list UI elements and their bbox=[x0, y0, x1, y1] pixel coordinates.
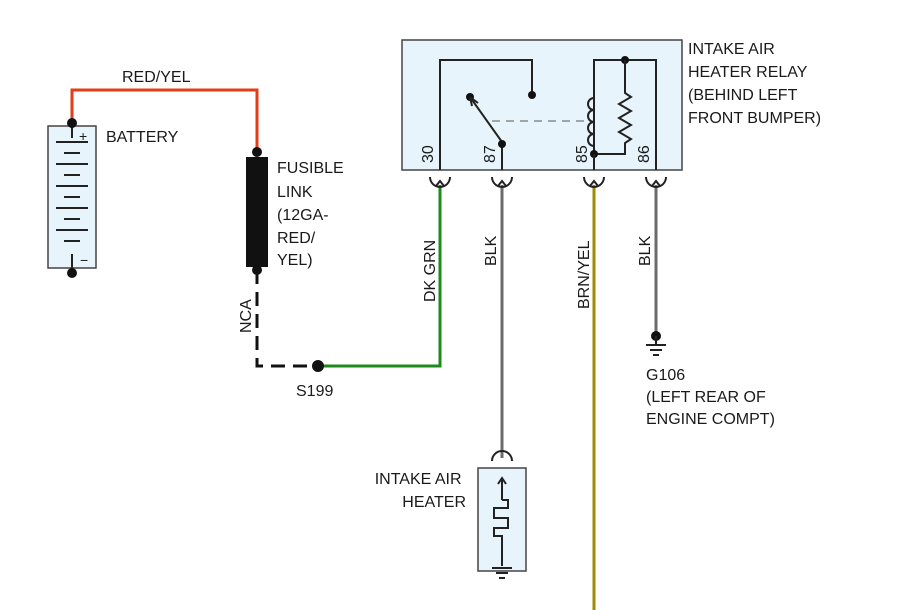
heater-element-icon bbox=[493, 499, 509, 566]
blk-87-wire-label: BLK bbox=[483, 235, 500, 266]
relay-connectors-icon bbox=[429, 176, 667, 188]
battery-minus-sign: − bbox=[80, 252, 88, 268]
relay-resistor-icon bbox=[594, 60, 633, 155]
battery-label: BATTERY bbox=[106, 129, 179, 146]
brn-yel-wire-label: BRN/YEL bbox=[576, 240, 593, 309]
relay-switch-arm bbox=[469, 96, 503, 143]
intake-air-heater-relay[interactable]: 30 87 85 86 bbox=[401, 39, 683, 171]
fusible-link[interactable] bbox=[246, 147, 268, 275]
red-yel-wire[interactable] bbox=[70, 88, 259, 150]
blk-86-wire-label: BLK bbox=[637, 235, 654, 266]
relay-pin-86: 86 bbox=[636, 145, 653, 163]
heater-arrow-icon bbox=[497, 476, 507, 485]
heater-ground-icon bbox=[492, 567, 512, 579]
ground-g106[interactable] bbox=[646, 331, 666, 356]
relay-pin-30: 30 bbox=[420, 145, 437, 163]
battery-plus-sign: + bbox=[79, 128, 87, 144]
battery-cells-icon bbox=[56, 141, 88, 242]
relay-contact-arrow-icon bbox=[469, 96, 479, 107]
ground-label: G106 (LEFT REAR OF ENGINE COMPT) bbox=[646, 367, 775, 428]
intake-air-heater[interactable] bbox=[477, 450, 527, 579]
heater-label: INTAKE AIR HEATER bbox=[375, 471, 466, 511]
splice-s199[interactable] bbox=[312, 360, 324, 372]
splice-label: S199 bbox=[296, 383, 333, 400]
relay-pin-85: 85 bbox=[574, 145, 591, 163]
red-yel-wire-label: RED/YEL bbox=[122, 69, 191, 86]
dk-grn-wire[interactable] bbox=[318, 185, 442, 368]
relay-label: INTAKE AIR HEATER RELAY (BEHIND LEFT FRO… bbox=[688, 41, 821, 127]
relay-pin-87: 87 bbox=[482, 145, 499, 163]
battery[interactable]: + − bbox=[47, 118, 97, 278]
nca-wire-label: NCA bbox=[238, 299, 255, 333]
nca-dashed-wire[interactable] bbox=[255, 270, 318, 368]
ground-icon bbox=[646, 344, 666, 356]
dk-grn-wire-label: DK GRN bbox=[422, 240, 439, 302]
relay-coil-icon bbox=[587, 97, 595, 147]
fusible-link-label: FUSIBLE LINK (12GA- RED/ YEL) bbox=[277, 160, 348, 269]
